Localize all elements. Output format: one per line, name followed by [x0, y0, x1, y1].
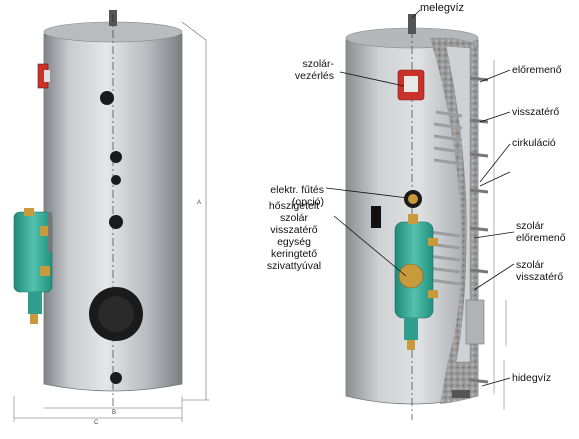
- label-solar-control-line1: szolár-: [302, 58, 334, 70]
- dimension-b: B: [112, 410, 117, 416]
- dimension-a: A: [197, 200, 202, 206]
- label-flow: előremenő: [512, 64, 562, 76]
- label-solar-control-line2: vezérlés: [294, 70, 334, 82]
- label-solar-flow: szolár előremenő: [516, 220, 566, 244]
- label-solar-return-line1: szolár: [516, 259, 545, 271]
- label-insulated-line6: szivattyúval: [266, 260, 322, 272]
- right-port-slot: [371, 206, 381, 228]
- left-port-1: [100, 91, 114, 105]
- label-electric-heating: elektr. fűtés (opció): [250, 184, 324, 208]
- label-hot-water: melegvíz: [420, 2, 465, 14]
- left-port-bottom: [110, 372, 122, 384]
- dimension-c: C: [94, 420, 99, 426]
- label-electric-heating-line2: (opció): [291, 196, 324, 208]
- label-insulated-line1: hőszigetelt: [268, 200, 320, 212]
- left-port-3: [111, 175, 121, 185]
- right-flange: [465, 299, 485, 345]
- label-solar-return-line2: visszatérő: [516, 271, 564, 283]
- label-insulated-line5: keringtető: [270, 248, 318, 260]
- left-pump-unit: [13, 208, 53, 324]
- label-solar-control: szolár- vezérlés: [270, 58, 334, 82]
- right-tank: [345, 14, 507, 420]
- label-return: visszatérő: [512, 106, 560, 118]
- label-solar-flow-line2: előremenő: [516, 232, 566, 244]
- left-port-2: [110, 151, 122, 163]
- right-pump-unit: [394, 214, 438, 350]
- right-top-fitting: [408, 14, 416, 34]
- label-electric-heating-line1: elektr. fűtés: [270, 184, 324, 196]
- leader-lines: [325, 9, 515, 387]
- label-solar-return: szolár visszatérő: [516, 259, 563, 283]
- label-cold-water: hidegvíz: [512, 372, 552, 384]
- left-tank: [13, 10, 210, 422]
- label-circulation: cirkuláció: [512, 137, 556, 149]
- label-insulated-line4: egység: [277, 236, 311, 248]
- left-port-4: [109, 215, 123, 229]
- label-insulated-line3: visszatérő: [270, 224, 318, 236]
- label-insulated-return-unit: hőszigetelt szolár visszatérő egység ker…: [252, 200, 336, 272]
- label-solar-flow-line1: szolár: [516, 220, 545, 232]
- right-controller: [397, 69, 425, 101]
- label-insulated-line2: szolár: [279, 212, 308, 224]
